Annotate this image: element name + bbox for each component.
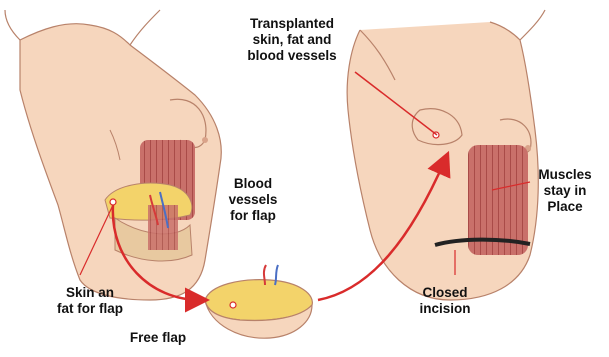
- free-flap: [205, 265, 312, 338]
- label-closed-incision: Closed incision: [400, 285, 490, 317]
- label-blood-vessels: Blood vessels for flap: [218, 176, 288, 224]
- label-muscles: Muscles stay in Place: [530, 167, 600, 215]
- left-torso: [5, 10, 221, 300]
- label-transplanted: Transplanted skin, fat and blood vessels: [222, 16, 362, 64]
- label-skin-fat: Skin an fat for flap: [40, 285, 140, 317]
- label-free-flap: Free flap: [118, 330, 198, 346]
- right-torso: [347, 10, 545, 300]
